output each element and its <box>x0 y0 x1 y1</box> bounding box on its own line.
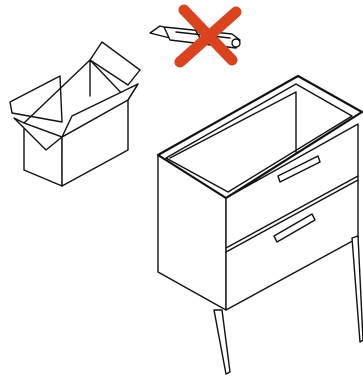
cabinet-leg-front <box>214 310 230 374</box>
cabinet-left-side <box>158 155 226 310</box>
open-box-icon <box>10 42 140 186</box>
vanity-cabinet-icon <box>158 76 363 374</box>
box-back-flap <box>90 42 140 85</box>
box-left-flap <box>10 76 62 122</box>
cabinet-leg-right <box>352 236 363 342</box>
cabinet-front <box>226 124 358 310</box>
cabinet-inner-back <box>170 92 296 158</box>
knife-end-ring <box>232 39 240 47</box>
